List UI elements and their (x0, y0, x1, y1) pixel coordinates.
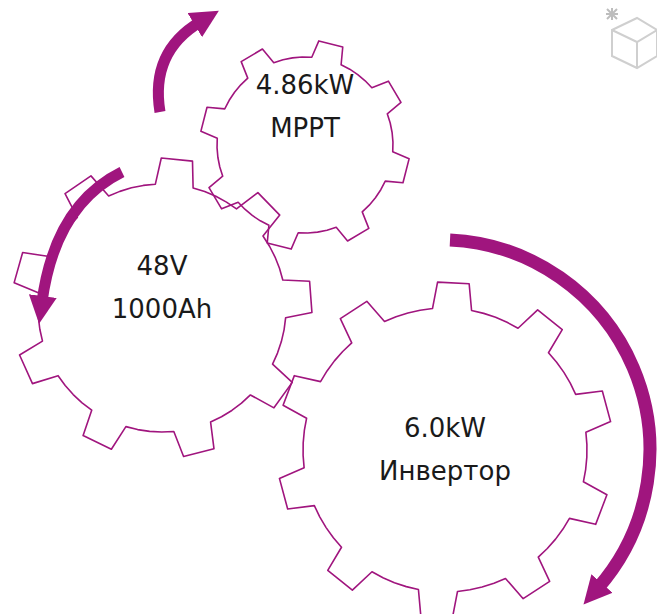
cube-icon (606, 8, 657, 68)
gear-label: 4.86kW MPPT (256, 64, 355, 150)
gear-node: 6.0kW Инвертор (271, 276, 619, 614)
gear-outline (271, 276, 619, 614)
rotation-arrow (42, 172, 122, 302)
gear-label: 48V 1000Ah (112, 245, 212, 331)
gear-label: 6.0kW Инвертор (379, 407, 511, 493)
gear-node: 4.86kW MPPT (194, 34, 416, 256)
gear-outline (194, 34, 416, 256)
rotation-arrow (158, 22, 200, 112)
gear-node: 48V 1000Ah (6, 152, 318, 464)
